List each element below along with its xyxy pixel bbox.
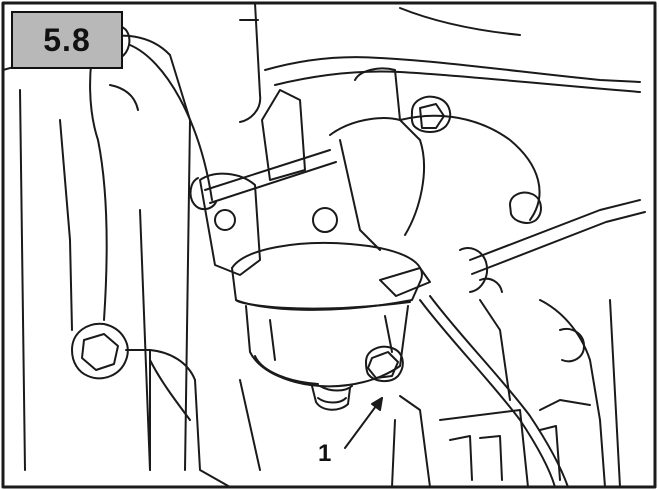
chassis-top — [239, 2, 641, 123]
engine-block-right — [391, 299, 621, 488]
filter-bracket — [199, 67, 542, 276]
callout-arrowhead-1 — [371, 397, 383, 411]
engine-casing-left — [2, 23, 213, 471]
figure-number: 5.8 — [43, 21, 91, 58]
fuel-pipes — [379, 199, 646, 488]
throttle-rod — [189, 149, 337, 210]
figure-number-badge: 5.8 — [11, 11, 123, 69]
bolt-left-lower — [71, 322, 151, 471]
lower-bracket — [149, 359, 261, 488]
bleed-screw — [365, 345, 404, 382]
callout-label-1: 1 — [318, 440, 332, 467]
fuel-filter-bowl — [231, 242, 423, 411]
